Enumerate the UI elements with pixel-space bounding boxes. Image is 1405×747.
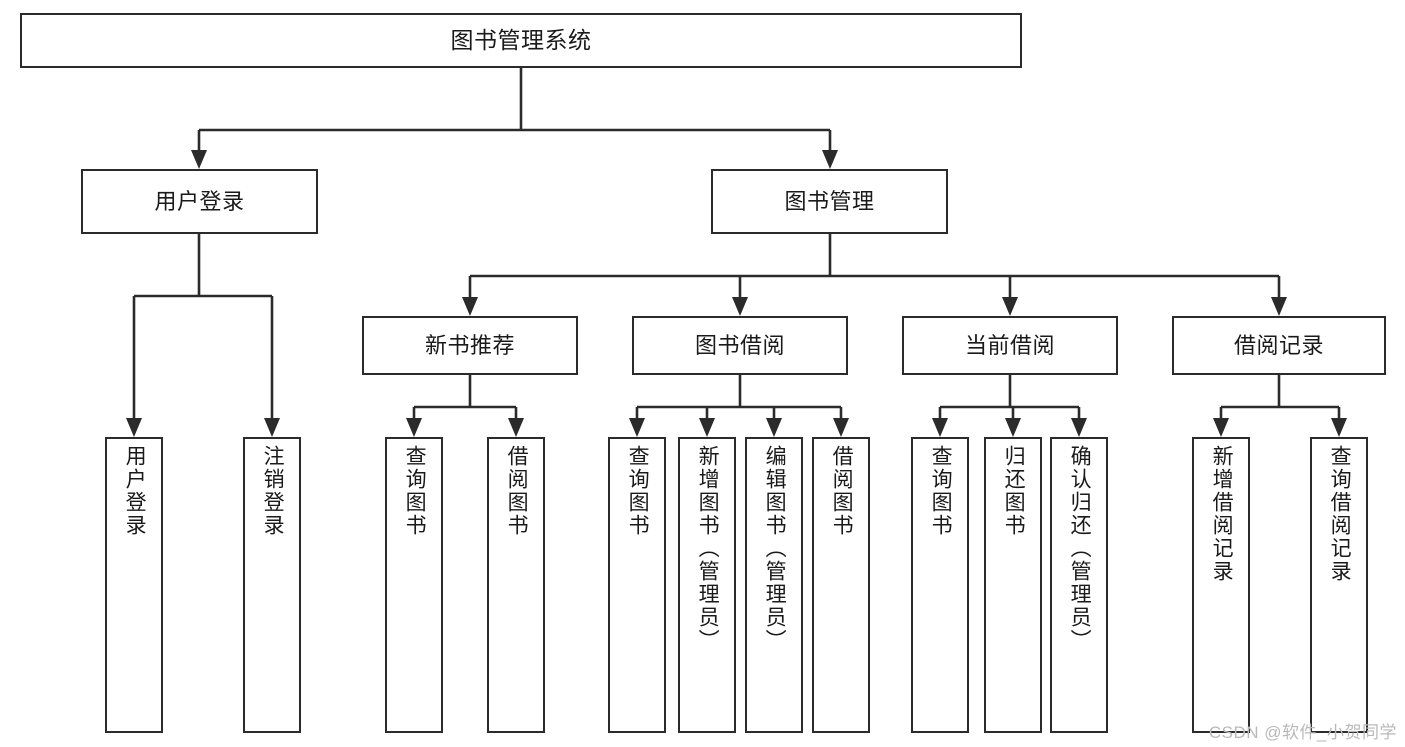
arrow-to-leaf-query-record xyxy=(1331,418,1347,437)
node-borrow-record[interactable]: 借阅记录 xyxy=(1172,316,1386,375)
node-leaf-return-book-label: 归还图书 xyxy=(1002,445,1026,537)
arrow-to-leaf-query-book-2 xyxy=(629,418,645,437)
node-leaf-borrow-book-2-label: 借阅图书 xyxy=(830,445,854,537)
arrow-to-borrow-record xyxy=(1271,297,1287,316)
node-leaf-borrow-book-2[interactable]: 借阅图书 xyxy=(812,437,870,733)
arrow-to-leaf-confirm-return xyxy=(1071,418,1087,437)
arrow-to-leaf-borrow-book-2 xyxy=(833,418,849,437)
arrow-to-leaf-return-book xyxy=(1005,418,1021,437)
arrow-to-user-login xyxy=(191,150,207,169)
node-leaf-query-record[interactable]: 查询借阅记录 xyxy=(1310,437,1368,733)
arrow-to-leaf-add-record xyxy=(1213,418,1229,437)
node-new-book-recommend[interactable]: 新书推荐 xyxy=(362,316,578,375)
arrow-to-book-borrow xyxy=(732,297,748,316)
watermark: CSDN @软件_小贺同学 xyxy=(1208,723,1397,742)
node-leaf-borrow-book-1[interactable]: 借阅图书 xyxy=(487,437,545,733)
arrow-to-leaf-borrow-book-1 xyxy=(508,418,524,437)
node-book-manage[interactable]: 图书管理 xyxy=(711,169,948,234)
node-root[interactable]: 图书管理系统 xyxy=(20,13,1022,68)
node-leaf-user-login-label: 用户登录 xyxy=(123,445,147,537)
node-leaf-query-record-label: 查询借阅记录 xyxy=(1328,445,1352,583)
node-leaf-borrow-book-1-label: 借阅图书 xyxy=(505,445,529,537)
node-book-manage-label: 图书管理 xyxy=(784,188,875,214)
node-leaf-confirm-return[interactable]: 确认归还（管理员） xyxy=(1050,437,1108,733)
node-borrow-record-label: 借阅记录 xyxy=(1233,332,1324,358)
node-leaf-add-book[interactable]: 新增图书（管理员） xyxy=(678,437,736,733)
arrow-to-leaf-query-book-1 xyxy=(406,418,422,437)
node-user-login[interactable]: 用户登录 xyxy=(81,169,318,234)
node-leaf-edit-book-label: 编辑图书（管理员） xyxy=(763,445,787,652)
node-leaf-return-book[interactable]: 归还图书 xyxy=(984,437,1042,733)
node-leaf-logout[interactable]: 注销登录 xyxy=(243,437,301,733)
node-book-borrow-label: 图书借阅 xyxy=(694,332,785,358)
node-leaf-edit-book[interactable]: 编辑图书（管理员） xyxy=(745,437,803,733)
node-leaf-query-book-2[interactable]: 查询图书 xyxy=(608,437,666,733)
node-new-book-recommend-label: 新书推荐 xyxy=(424,332,515,358)
node-leaf-query-book-3[interactable]: 查询图书 xyxy=(911,437,969,733)
node-current-borrow[interactable]: 当前借阅 xyxy=(902,316,1118,375)
arrow-to-leaf-logout xyxy=(264,418,280,437)
node-leaf-add-record[interactable]: 新增借阅记录 xyxy=(1192,437,1250,733)
node-book-borrow[interactable]: 图书借阅 xyxy=(632,316,848,375)
node-leaf-add-book-label: 新增图书（管理员） xyxy=(696,445,720,652)
node-current-borrow-label: 当前借阅 xyxy=(964,332,1055,358)
arrow-to-leaf-edit-book xyxy=(766,418,782,437)
node-user-login-label: 用户登录 xyxy=(154,188,245,214)
arrow-to-leaf-query-book-3 xyxy=(932,418,948,437)
node-leaf-query-book-3-label: 查询图书 xyxy=(929,445,953,537)
node-leaf-confirm-return-label: 确认归还（管理员） xyxy=(1068,445,1092,652)
arrow-to-current-borrow xyxy=(1002,297,1018,316)
arrow-to-book-manage xyxy=(822,150,838,169)
node-leaf-logout-label: 注销登录 xyxy=(261,445,285,537)
node-root-label: 图书管理系统 xyxy=(450,27,592,54)
node-leaf-query-book-1-label: 查询图书 xyxy=(403,445,427,537)
arrow-to-leaf-add-book xyxy=(699,418,715,437)
node-leaf-query-book-2-label: 查询图书 xyxy=(626,445,650,537)
node-leaf-add-record-label: 新增借阅记录 xyxy=(1210,445,1234,583)
node-leaf-user-login[interactable]: 用户登录 xyxy=(105,437,163,733)
arrow-to-leaf-user-login xyxy=(126,418,142,437)
arrow-to-new-book-recommend xyxy=(462,297,478,316)
node-leaf-query-book-1[interactable]: 查询图书 xyxy=(385,437,443,733)
